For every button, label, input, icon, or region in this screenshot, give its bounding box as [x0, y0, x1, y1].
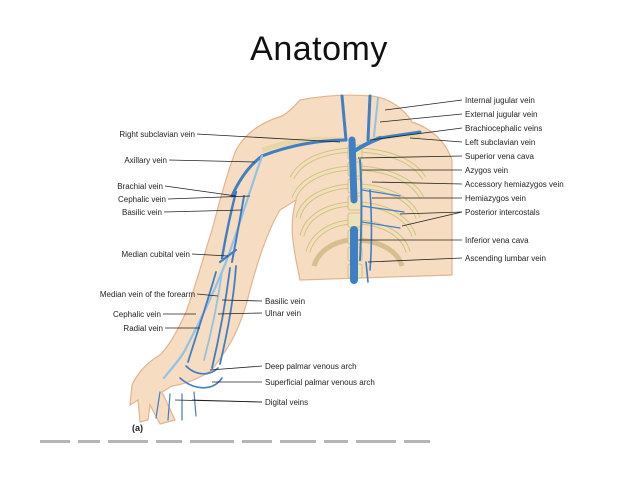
label-radial-vein: Radial vein	[123, 324, 163, 333]
label-digital-veins: Digital veins	[265, 398, 308, 407]
ascending-lumbar-vein	[365, 261, 369, 283]
labels-right: Internal jugular vein External jugular v…	[465, 96, 564, 263]
label-internal-jugular-vein: Internal jugular vein	[465, 96, 535, 105]
left-subclavian-vein	[378, 130, 422, 140]
leader-lines-right	[357, 99, 463, 263]
right-subclavian-vein	[260, 138, 348, 158]
cephalic-vein-arm	[162, 154, 264, 380]
label-ulnar-vein: Ulnar vein	[265, 309, 301, 318]
veins	[155, 94, 422, 421]
label-basilic-vein-lower: Basilic vein	[265, 297, 305, 306]
label-superficial-palmar-venous-arch: Superficial palmar venous arch	[265, 378, 375, 387]
labels-bottom: Basilic vein Ulnar vein Deep palmar veno…	[265, 297, 375, 407]
label-deep-palmar-venous-arch: Deep palmar venous arch	[265, 362, 357, 371]
hemiazygos-vein	[369, 189, 373, 271]
label-median-cubital-vein: Median cubital vein	[122, 250, 190, 259]
label-accessory-hemiazygos-vein: Accessory hemiazygos vein	[465, 180, 564, 189]
label-brachial-vein: Brachial vein	[117, 182, 163, 191]
panel-letter: (a)	[132, 423, 143, 433]
label-brachiocephalic-veins: Brachiocephalic veins	[465, 124, 542, 133]
label-median-vein-forearm: Median vein of the forearm	[100, 290, 195, 299]
digital-veins	[155, 391, 197, 421]
label-right-subclavian-vein: Right subclavian vein	[119, 130, 195, 139]
leader-lines-left	[163, 133, 341, 329]
label-axillary-vein: Axillary vein	[124, 156, 167, 165]
label-ascending-lumbar-vein: Ascending lumbar vein	[465, 254, 546, 263]
label-azygos-vein: Azygos vein	[465, 166, 508, 175]
label-superior-vena-cava: Superior vena cava	[465, 152, 534, 161]
radial-vein	[187, 271, 217, 363]
label-left-subclavian-vein: Left subclavian vein	[465, 138, 535, 147]
body-silhouette	[129, 94, 453, 425]
label-posterior-intercostals: Posterior intercostals	[465, 208, 540, 217]
internal-jugular-vein-right	[340, 94, 348, 142]
basilic-vein-forearm	[219, 265, 237, 365]
leader-lines-bottom	[174, 299, 263, 403]
basilic-vein-upper	[231, 195, 245, 263]
label-external-jugular-vein: External jugular vein	[465, 110, 537, 119]
brachial-vein	[220, 190, 238, 260]
superior-vena-cava	[348, 136, 358, 204]
external-jugular-vein	[373, 97, 379, 137]
labels-left: Right subclavian vein Axillary vein Brac…	[100, 130, 195, 333]
ulnar-vein	[211, 267, 231, 369]
internal-jugular-vein	[366, 94, 372, 142]
label-cephalic-vein-lower: Cephalic vein	[113, 310, 161, 319]
cropped-caption	[40, 440, 430, 443]
axillary-vein	[230, 154, 264, 198]
label-inferior-vena-cava: Inferior vena cava	[465, 236, 529, 245]
label-basilic-vein-upper: Basilic vein	[122, 208, 162, 217]
label-hemiazygos-vein: Hemiazygos vein	[465, 194, 526, 203]
label-cephalic-vein-upper: Cephalic vein	[118, 195, 166, 204]
median-vein-forearm	[203, 271, 223, 361]
slide-title: Anatomy	[250, 30, 388, 68]
